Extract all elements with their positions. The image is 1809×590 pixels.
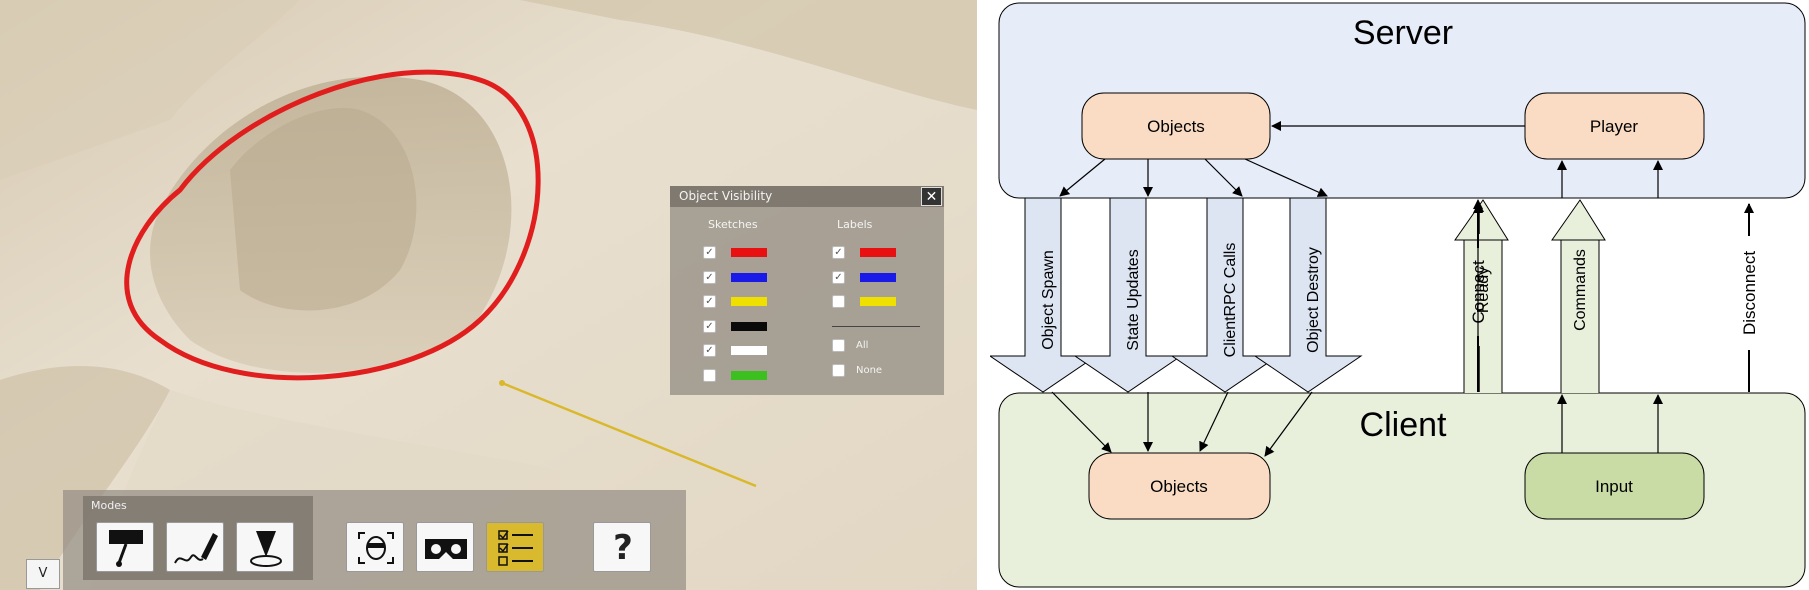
face-tracking-icon [358, 532, 394, 564]
label-color-swatch [860, 248, 896, 257]
state-updates-arrow [1073, 197, 1183, 393]
down-arrows: Object Spawn State Updates ClientRPC Cal… [990, 197, 1363, 393]
commands-label: Commands [1572, 249, 1589, 331]
vr-mode-button[interactable] [416, 522, 474, 572]
place-mode-button[interactable] [236, 522, 294, 572]
sketch-visibility-checkbox[interactable]: ✓ [703, 270, 716, 284]
bottom-toolbar: Modes [63, 490, 686, 590]
label-color-swatch [860, 297, 896, 306]
labels-header: Labels [837, 218, 873, 231]
sketch-color-swatch [731, 370, 767, 380]
sketch-color-swatch [731, 272, 767, 282]
network-diagram: Server Client Object Spawn State Updates… [990, 2, 1806, 588]
close-button[interactable]: ✕ [921, 187, 942, 206]
clientrpc-calls-label: ClientRPC Calls [1222, 243, 1239, 358]
sketch-visibility-checkbox[interactable]: ✓ [703, 295, 716, 308]
sketch-color-swatch [731, 248, 767, 257]
all-checkbox[interactable] [832, 339, 845, 352]
client-objects-label: Objects [1150, 477, 1208, 496]
ready-arrow [1454, 199, 1509, 393]
all-label: All [856, 340, 869, 351]
sketches-header: Sketches [708, 218, 758, 231]
label-mode-button[interactable] [96, 522, 154, 572]
sketch-visibility-checkbox[interactable]: ✓ [703, 319, 716, 333]
collapse-toolbar-button[interactable]: V [26, 559, 60, 589]
red-sketch-ring [124, 69, 541, 381]
ready-label: Ready [1475, 267, 1492, 313]
label-mode-icon [109, 530, 143, 567]
server-objects-node [1081, 92, 1271, 160]
object-spawn-arrow [990, 197, 1098, 393]
commands-arrow [1551, 199, 1606, 393]
place-mode-icon [250, 531, 282, 567]
object-visibility-panel: Object Visibility ✕ Sketches Labels ✓ ✓ ✓ ✓… [670, 186, 944, 395]
sketch-visibility-checkbox[interactable]: ✓ [703, 344, 716, 357]
connect-label: Connect [1469, 260, 1488, 324]
scene-viewport[interactable]: Object Visibility ✕ Sketches Labels ✓ ✓ ✓ ✓… [0, 0, 977, 590]
checklist-icon [498, 530, 533, 566]
up-arrows: Ready Commands [1454, 199, 1606, 393]
disconnect-label: Disconnect [1740, 251, 1759, 335]
face-tracking-button[interactable] [346, 522, 404, 572]
modes-group: Modes [83, 496, 313, 580]
divider [832, 326, 920, 327]
state-updates-label: State Updates [1125, 249, 1142, 350]
sketch-visibility-checkbox[interactable]: ✓ [703, 246, 716, 259]
modes-label: Modes [91, 499, 127, 512]
label-visibility-checkbox[interactable]: ✓ [832, 246, 845, 259]
input-node [1524, 452, 1705, 520]
sketch-visibility-checkbox[interactable] [703, 368, 716, 382]
player-label: Player [1590, 117, 1639, 136]
label-visibility-checkbox[interactable]: ✓ [832, 270, 845, 284]
clientrpc-calls-arrow [1170, 197, 1280, 393]
panel-title-bar[interactable]: Object Visibility ✕ [670, 186, 944, 207]
input-label: Input [1595, 477, 1633, 496]
object-spawn-label: Object Spawn [1040, 250, 1057, 350]
visibility-toggle-button[interactable] [486, 522, 544, 572]
yellow-sketch-line [501, 381, 757, 488]
sketch-mode-icon [174, 533, 218, 564]
help-button[interactable]: ? [593, 522, 651, 572]
panel-title: Object Visibility [679, 189, 773, 203]
sketch-color-swatch [731, 346, 767, 355]
object-destroy-arrow [1253, 197, 1363, 393]
client-objects-node [1088, 452, 1271, 520]
server-objects-label: Objects [1147, 117, 1205, 136]
label-visibility-checkbox[interactable] [832, 295, 845, 308]
object-destroy-label: Object Destroy [1305, 247, 1322, 353]
client-label: Client [1360, 406, 1447, 444]
server-label: Server [1353, 14, 1453, 52]
label-color-swatch [860, 272, 896, 282]
help-label: ? [613, 528, 633, 568]
none-label: None [856, 365, 883, 376]
vr-goggles-icon [425, 539, 467, 559]
sketch-color-swatch [731, 297, 767, 306]
sketch-color-swatch [731, 321, 767, 331]
sketch-mode-button[interactable] [166, 522, 224, 572]
none-checkbox[interactable] [832, 364, 845, 377]
